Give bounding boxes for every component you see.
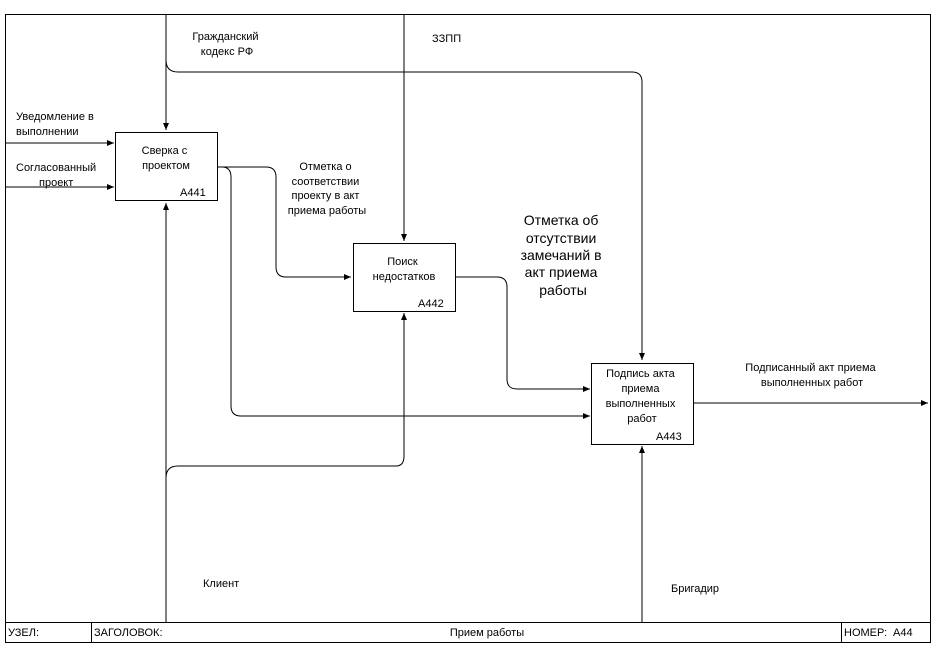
diagram-footer: УЗЕЛ: ЗАГОЛОВОК: Прием работы НОМЕР: A44 <box>5 622 931 643</box>
activity-box-a441[interactable]: Сверка с проектом A441 <box>115 132 218 201</box>
box-a442-code: A442 <box>418 298 444 310</box>
label-mark-conformity: Отметка о соответствии проекту в акт при… <box>288 161 367 217</box>
diagram-frame <box>5 14 931 643</box>
footer-number-label: НОМЕР: <box>844 627 887 639</box>
box-a441-label: Сверка с проектом <box>142 145 191 172</box>
label-civil-code: Гражданский кодекс РФ <box>192 31 261 58</box>
arrow-a441-to-a443 <box>218 166 590 419</box>
box-a443-label: Подпись акта приема выполненных работ <box>606 368 679 425</box>
label-signed-act: Подписанный акт приема выполненных работ <box>745 362 878 389</box>
arrow-mark-no-remarks <box>455 276 590 392</box>
label-client: Клиент <box>203 578 239 590</box>
footer-title-label: ЗАГОЛОВОК: <box>94 627 163 639</box>
footer-title: Прием работы <box>450 627 524 639</box>
box-a443-code: A443 <box>656 431 682 443</box>
label-agreed-project: Согласованный проект <box>16 162 99 189</box>
arrow-civil-code-to-a443 <box>165 59 645 360</box>
label-zzpp: ЗЗПП <box>432 33 461 45</box>
arrow-client-to-a442 <box>165 313 407 479</box>
activity-box-a443[interactable]: Подпись акта приема выполненных работ A4… <box>591 363 694 445</box>
label-mark-no-remarks: Отметка об отсутствии замечаний в акт пр… <box>521 212 606 298</box>
footer-number: A44 <box>893 627 913 639</box>
label-notice: Уведомление в выполнении <box>16 111 97 138</box>
label-foreman: Бригадир <box>671 583 719 595</box>
box-a442-label: Поиск недостатков <box>373 256 436 283</box>
activity-box-a442[interactable]: Поиск недостатков A442 <box>353 243 456 312</box>
box-a441-code: A441 <box>180 187 206 199</box>
arrow-mark-conformity <box>218 166 351 280</box>
footer-node-label: УЗЕЛ: <box>8 627 39 639</box>
